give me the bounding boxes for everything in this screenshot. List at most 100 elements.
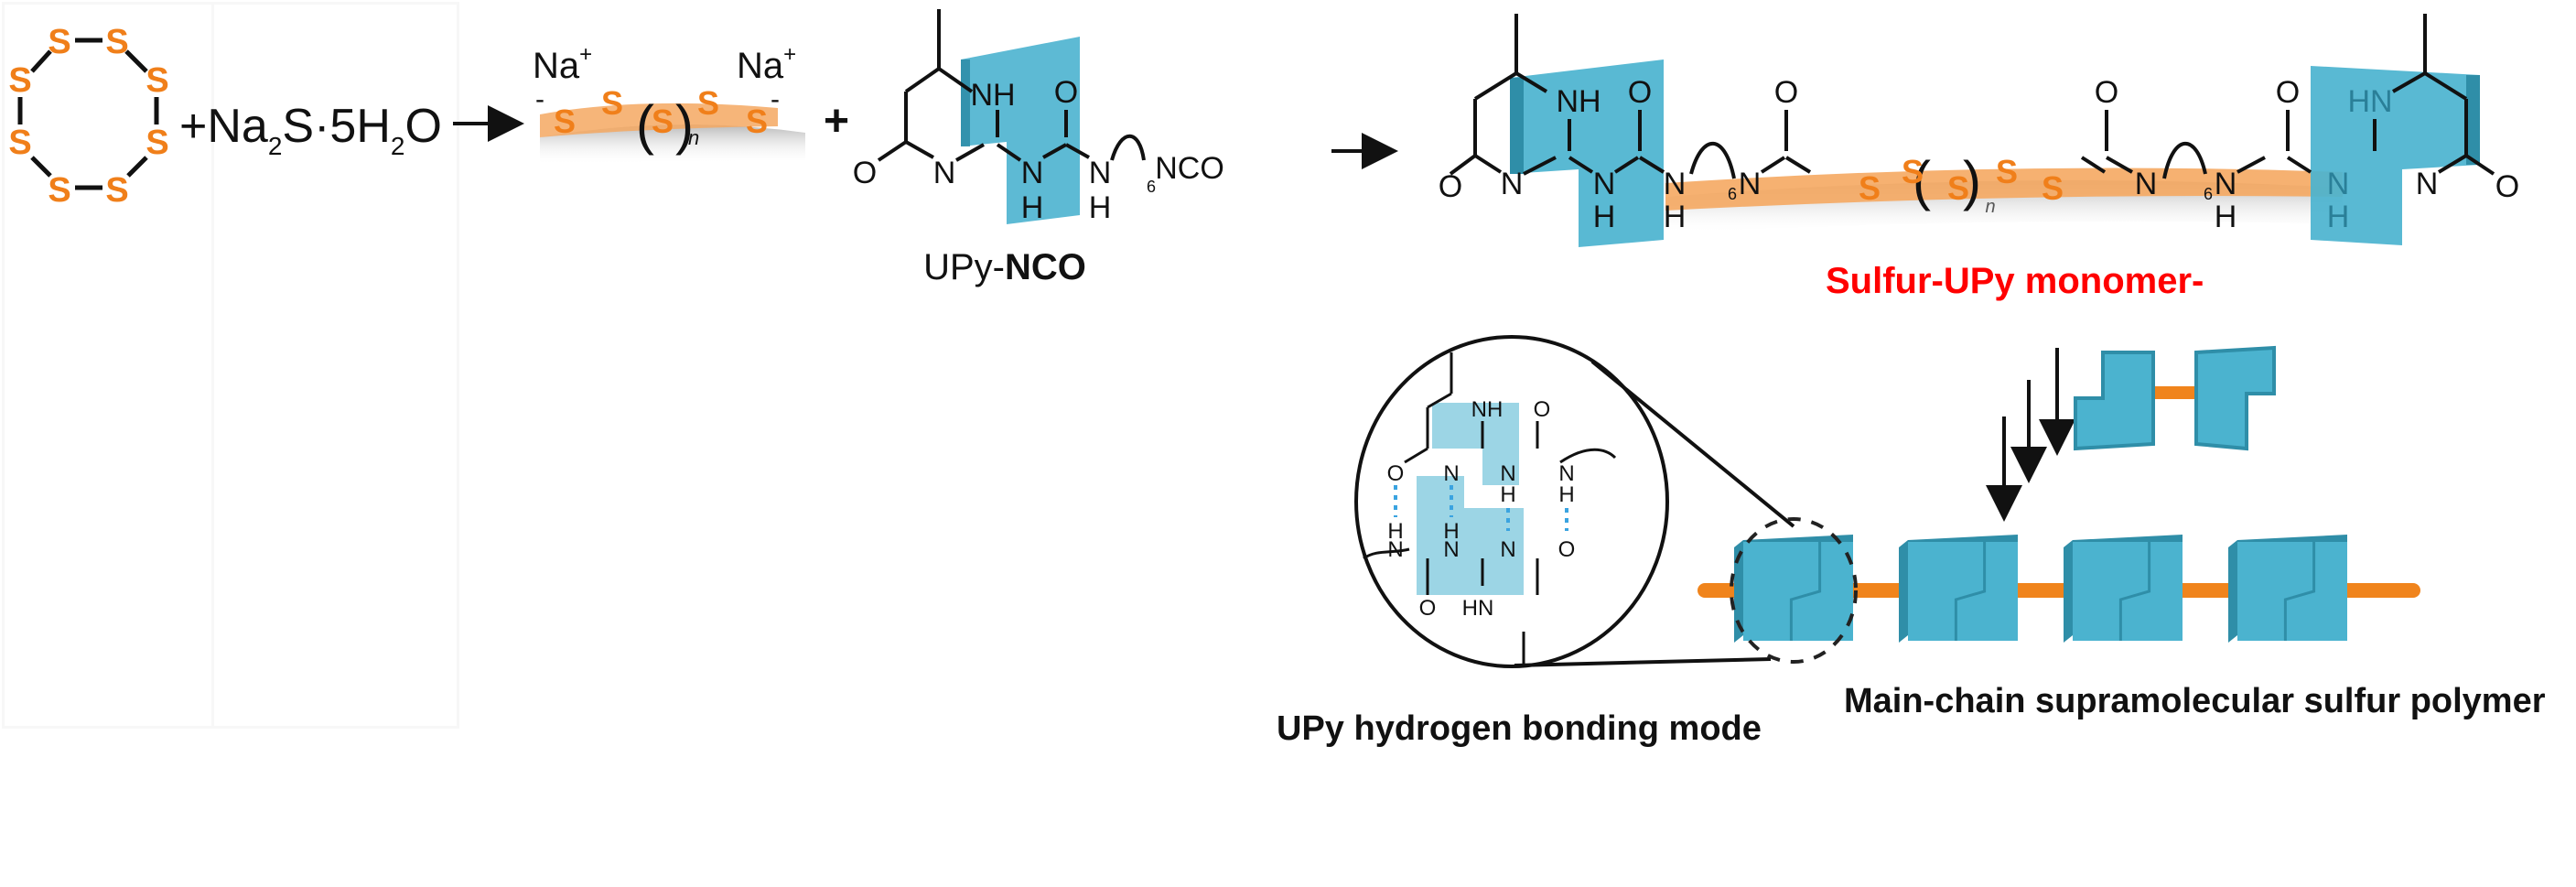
atom-label: O bbox=[1439, 169, 1462, 204]
sodium-cation: Na+ bbox=[737, 42, 796, 86]
upy-dimer-block bbox=[1899, 535, 2018, 643]
upy-block bbox=[1510, 59, 1664, 247]
open-paren: ( bbox=[636, 94, 654, 156]
atom-label: O bbox=[1419, 596, 1437, 621]
atom-label: N bbox=[1500, 537, 1515, 562]
highlight-ring bbox=[1730, 517, 1858, 664]
atom-label: H bbox=[1593, 200, 1616, 234]
atom-label: N bbox=[1443, 461, 1459, 486]
repeat-subscript: n bbox=[688, 126, 699, 149]
upy-nco-label: UPy-NCO bbox=[923, 247, 1086, 287]
hbond-label: UPy hydrogen bonding mode bbox=[1277, 709, 1762, 748]
upy-half-block bbox=[2074, 351, 2155, 451]
atom-label: O bbox=[853, 156, 877, 190]
sulfur-ring: S S S S S S S S bbox=[8, 23, 168, 210]
reagent-formula: +Na2S·5H2O bbox=[179, 100, 442, 160]
close-paren: ) bbox=[1963, 150, 1981, 211]
sodium-polysulfide: Na+ Na+ - - ( ) n S S S S S bbox=[533, 42, 805, 165]
sulfur-atom: S bbox=[1947, 169, 1969, 207]
atom-label: HN bbox=[2347, 84, 2392, 119]
polymer-chain bbox=[1698, 535, 2420, 643]
atom-label: N bbox=[1558, 461, 1574, 486]
ring-atom: S bbox=[146, 124, 168, 162]
atom-label: O bbox=[1558, 537, 1576, 562]
atom-label: H bbox=[2215, 200, 2237, 234]
atom-label: N bbox=[1664, 167, 1687, 201]
atom-label: N bbox=[1500, 461, 1515, 486]
atom-label: H bbox=[1089, 190, 1112, 225]
atom-label: N bbox=[1443, 537, 1459, 562]
atom-label: H bbox=[2327, 200, 2350, 234]
atom-label: N bbox=[1387, 537, 1403, 562]
repeat-subscript: n bbox=[1985, 197, 1995, 217]
polysulfide-atom: S bbox=[746, 103, 768, 140]
assembly-arrows bbox=[1986, 348, 2075, 522]
ring-atom: S bbox=[8, 61, 31, 100]
hydrogen-bonds bbox=[1394, 485, 1568, 531]
atom-label: H bbox=[1443, 519, 1459, 544]
atom-label: O bbox=[2495, 169, 2519, 204]
plus-sign: + bbox=[824, 97, 849, 146]
atom-label: H bbox=[1664, 200, 1687, 234]
sulfur-atom: S bbox=[1996, 153, 2018, 190]
chain-subscript: 6 bbox=[1147, 178, 1156, 196]
ring-atom: S bbox=[48, 23, 70, 61]
middle-panel-frame bbox=[212, 2, 459, 729]
upy-block bbox=[961, 37, 1080, 224]
atom-label: HN bbox=[1462, 596, 1494, 621]
atom-label: NH bbox=[1471, 397, 1504, 422]
upy-half-block bbox=[2194, 345, 2276, 451]
anion-charge: - bbox=[771, 84, 780, 114]
inset-circle bbox=[1354, 335, 1669, 668]
chain-subscript: 6 bbox=[1728, 185, 1737, 203]
atom-label: H bbox=[1021, 190, 1044, 225]
atom-label: NCO bbox=[1155, 151, 1224, 186]
atom-label: O bbox=[1054, 75, 1078, 110]
polysulfide-atom: S bbox=[601, 84, 623, 122]
atom-label: O bbox=[1628, 75, 1652, 110]
atom-label: N bbox=[2215, 167, 2237, 201]
atom-label: H bbox=[1500, 482, 1515, 507]
ring-atom: S bbox=[105, 23, 128, 61]
sulfur-upy-monomer: NH O O O O HN O N N H N H 6 N N 6 N H N … bbox=[1439, 14, 2519, 247]
ring-atom: S bbox=[48, 171, 70, 210]
polysulfide-atom: S bbox=[652, 103, 674, 140]
close-paren: ) bbox=[675, 94, 694, 156]
atom-label: N bbox=[1021, 156, 1044, 190]
atom-label: O bbox=[1534, 397, 1551, 422]
zoom-line-top bbox=[1590, 360, 1795, 528]
atom-label: O bbox=[2276, 75, 2300, 110]
atom-label: N bbox=[1739, 167, 1762, 201]
sulfur-atom: S bbox=[1859, 169, 1881, 207]
atom-label: H bbox=[1558, 482, 1574, 507]
anion-charge: - bbox=[535, 84, 544, 114]
linker-band bbox=[1665, 168, 2343, 211]
sodium-cation: Na+ bbox=[533, 42, 592, 86]
chain-subscript: 6 bbox=[2204, 185, 2213, 203]
atom-label: O bbox=[1774, 75, 1798, 110]
atom-label: N bbox=[1089, 156, 1112, 190]
polymer-label: Main-chain supramolecular sulfur polymer bbox=[1844, 682, 2546, 720]
atom-label: O bbox=[2095, 75, 2118, 110]
left-panel-frame bbox=[2, 2, 214, 729]
upy-dimer-block bbox=[2064, 535, 2183, 643]
upy-dimer-block bbox=[1734, 535, 1853, 643]
open-paren: ( bbox=[1913, 150, 1931, 211]
zoom-line-bottom bbox=[1514, 657, 1772, 667]
atom-label: NH bbox=[1556, 84, 1601, 119]
atom-label: N bbox=[1593, 167, 1616, 201]
ring-atom: S bbox=[105, 171, 128, 210]
atom-label: O bbox=[1387, 461, 1405, 486]
sulfur-atom: S bbox=[2042, 169, 2064, 207]
upy-nco-molecule: NH O O N N H N H 6 NCO UPy-NCO bbox=[853, 9, 1224, 287]
monomer-pair bbox=[2074, 345, 2276, 451]
upy-dimer-block bbox=[2228, 535, 2347, 643]
atom-label: N bbox=[2327, 167, 2350, 201]
sulfur-atom: S bbox=[1902, 153, 1924, 190]
polysulfide-atom: S bbox=[554, 103, 576, 140]
hydrogen-bonding-inset: NH O O N N H N H H N H N N O O HN bbox=[1354, 335, 1795, 668]
polysulfide-atom: S bbox=[697, 84, 719, 122]
upy-block bbox=[2311, 66, 2480, 245]
atom-label: N bbox=[2135, 167, 2158, 201]
